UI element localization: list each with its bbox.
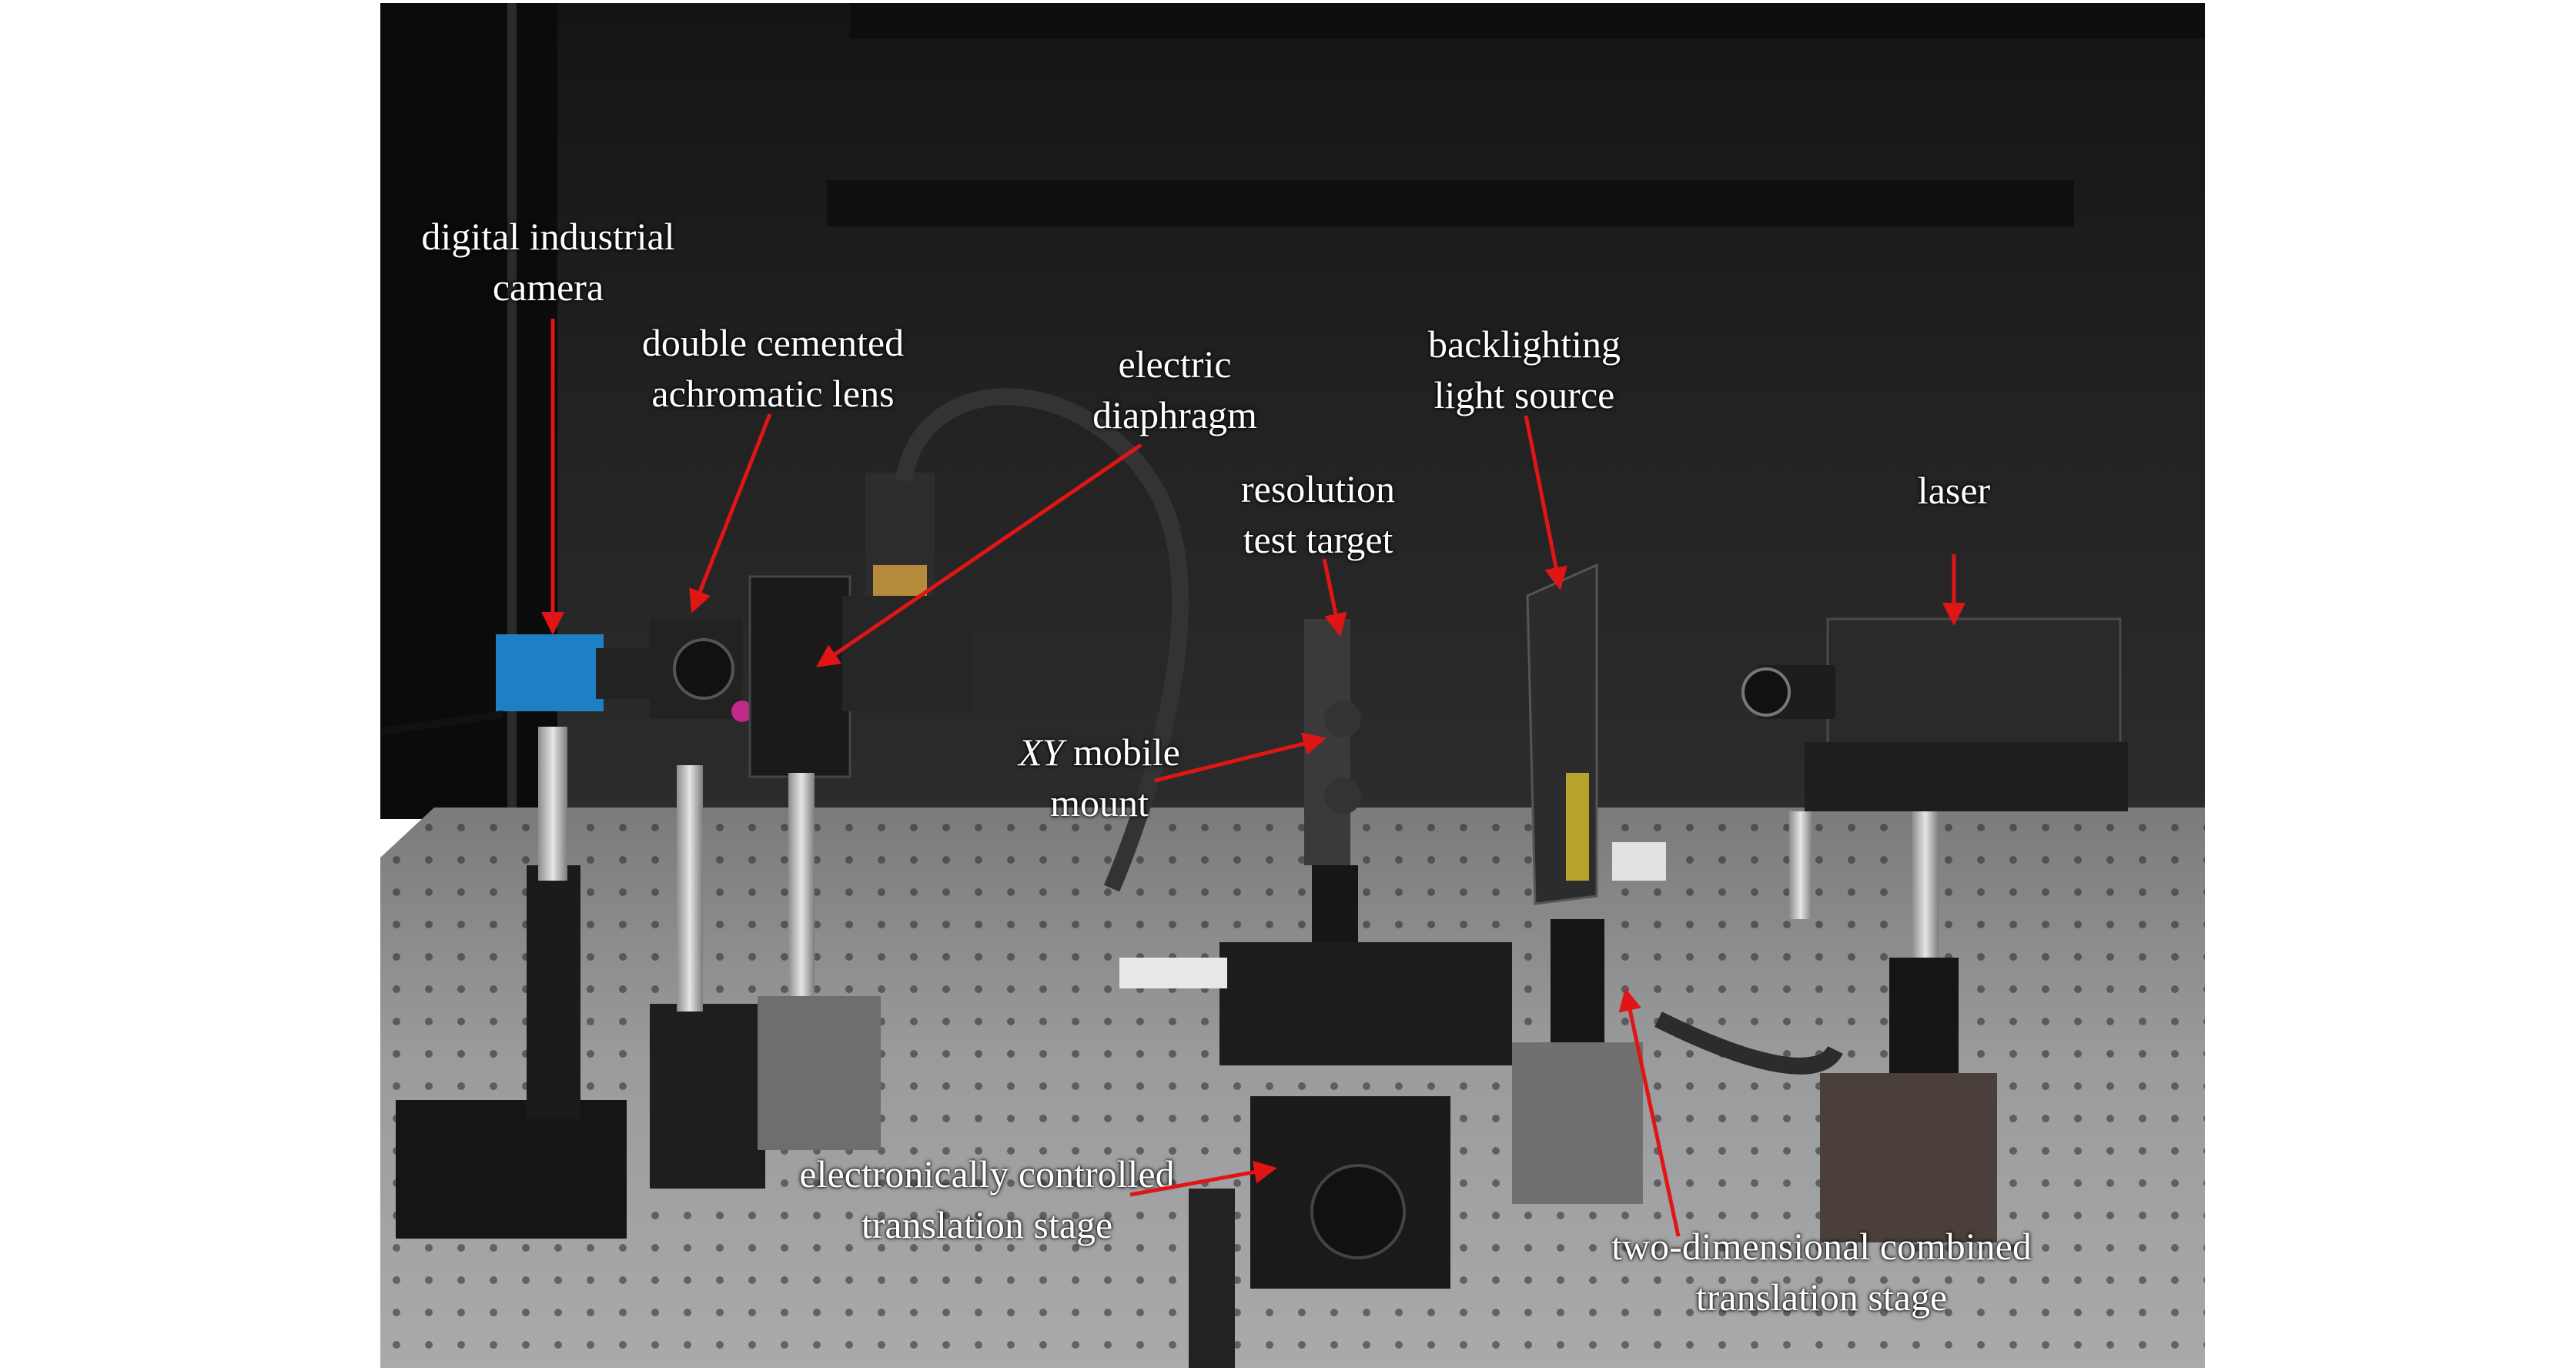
xy-stage: [1219, 942, 1512, 1065]
label-backlighting-light-source: backlighting light source: [1428, 323, 1621, 416]
left-pole: [507, 3, 517, 819]
label-double-cemented-achromatic-lens: double cemented achromatic lens: [641, 321, 905, 415]
camera-post-base: [396, 1100, 627, 1239]
frame-bar-top: [850, 3, 2205, 38]
label-laser: laser: [1917, 469, 1991, 512]
diaphragm-plate: [748, 575, 851, 778]
camera-body: [496, 634, 604, 711]
label-two-dimensional-combined-translation-stage: two-dimensional combined translation sta…: [1611, 1225, 2032, 1319]
label-electric-diaphragm: electric diaphragm: [1092, 343, 1257, 436]
label-resolution-test-target: resolution test target: [1241, 467, 1395, 561]
laser-body: [1826, 617, 2122, 751]
label-xy-mobile-mount: XY mobile mount: [1019, 731, 1180, 824]
frame-bar-mid: [827, 180, 2074, 226]
label-electronically-controlled-translation-stage: electronically controlled translation st…: [799, 1152, 1175, 1246]
label-digital-industrial-camera: digital industrial camera: [421, 215, 675, 309]
resolution-target-post: [1304, 619, 1350, 865]
optical-bench-photo: [380, 3, 2205, 1368]
